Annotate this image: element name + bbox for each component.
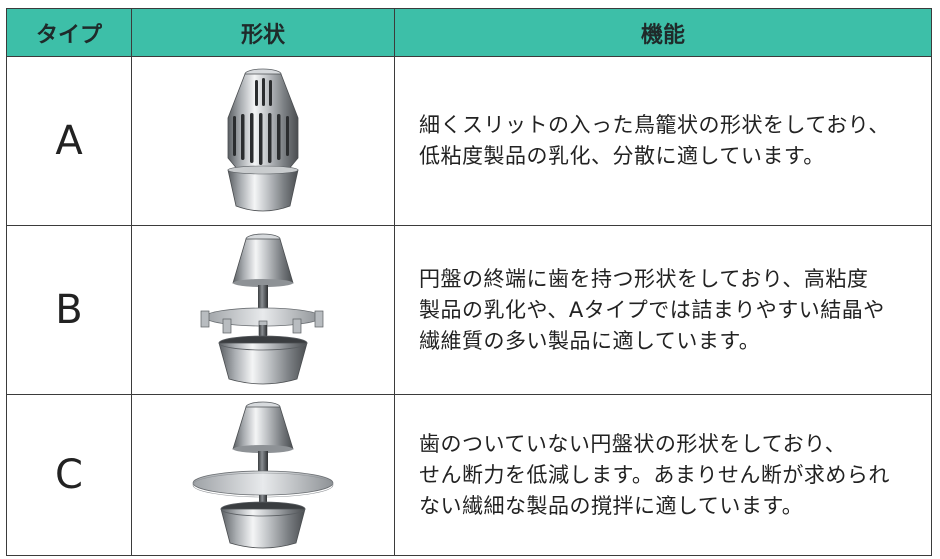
slotted-cage-rotor-icon	[227, 68, 299, 212]
rotor-type-table: タイプ 形状 機能 A	[6, 8, 932, 556]
description-line: 細くスリットの入った鳥籠状の形状をしており、	[419, 113, 890, 137]
table-row: C	[6, 394, 932, 556]
description-line: 繊維質の多い製品に適しています。	[419, 328, 761, 353]
table-header-row: タイプ 形状 機能	[6, 8, 932, 57]
type-label: B	[6, 225, 132, 395]
description-line: 低粘度製品の乳化、分散に適しています。	[419, 144, 825, 168]
header-shape: 形状	[131, 8, 395, 57]
description-line: 円盤の終端に歯を持つ形状をしており、高粘度	[419, 266, 869, 291]
type-label: C	[6, 394, 132, 556]
table-row: A	[6, 56, 932, 226]
header-type: タイプ	[6, 8, 132, 57]
type-label: A	[6, 56, 132, 226]
description-line: せん断力を低減します。あまりせん断が求められ	[419, 462, 890, 487]
toothed-disc-rotor-icon	[200, 233, 324, 385]
header-function: 機能	[394, 8, 932, 57]
table-row: B	[6, 225, 932, 395]
description-line: 歯のついていない円盤状の形状をしており、	[419, 431, 847, 456]
flat-disc-rotor-icon	[192, 401, 334, 549]
description-line: ない繊細な製品の撹拌に適しています。	[419, 493, 804, 518]
description-line: 製品の乳化や、Aタイプでは詰まりやすい結晶や	[419, 297, 885, 322]
